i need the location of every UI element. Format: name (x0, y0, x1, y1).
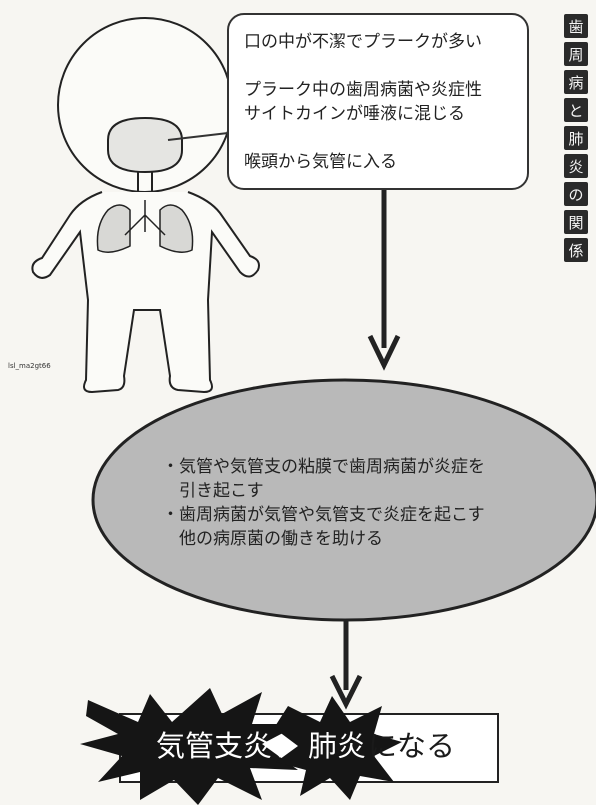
title-char: 歯 (564, 14, 588, 38)
ellipse-line-2: 引き起こす (162, 481, 264, 501)
burst-shape-2 (274, 696, 402, 800)
result-text-bronchitis: 気管支炎、 (156, 729, 302, 763)
top-box (227, 13, 529, 190)
ellipse-panel (91, 378, 596, 622)
title-char: 病 (564, 70, 588, 94)
right-lung (159, 204, 194, 253)
result-text-pneumonia: 肺炎 (308, 729, 367, 763)
left-lung (96, 204, 131, 253)
bronchi (124, 200, 166, 236)
title-char: と (564, 98, 588, 122)
top-box-line-3: 喉頭から気管に入る (244, 152, 397, 172)
top-box-line-2a: プラーク中の歯周病菌や炎症性 (244, 80, 482, 100)
burst-shape-1 (80, 688, 300, 805)
title-char: 周 (564, 42, 588, 66)
ellipse-line-4: 他の病原菌の働きを助ける (162, 529, 383, 549)
title-char: の (564, 182, 588, 206)
top-box-line-2b: サイトカインが唾液に混じる (244, 104, 465, 124)
ellipse-line-3: ・歯周病菌が気管や気管支で炎症を起こす (162, 505, 485, 525)
illustration-id: lsl_ma2gt66 (8, 362, 51, 370)
top-box-line-1: 口の中が不潔でプラークが多い (244, 32, 482, 52)
ellipse-line-1: ・気管や気管支の粘膜で歯周病菌が炎症を (162, 457, 485, 477)
vertical-title: 歯 周 病 と 肺 炎 の 関 係 (564, 14, 590, 262)
mouth-pointer-line (167, 132, 229, 141)
child-body (31, 191, 260, 394)
child-figure (31, 17, 260, 394)
arrow-down-2 (329, 621, 363, 710)
title-char: 係 (564, 238, 588, 262)
title-char: 炎 (564, 154, 588, 178)
result-text-become: になる (368, 729, 456, 763)
ellipse-text: ・気管や気管支の粘膜で歯周病菌が炎症を 引き起こす ・歯周病菌が気管や気管支で炎… (162, 455, 542, 551)
mouth-cavity (107, 116, 183, 174)
title-char: 関 (564, 210, 588, 234)
title-char: 肺 (564, 126, 588, 150)
arrow-down-1 (367, 190, 401, 371)
